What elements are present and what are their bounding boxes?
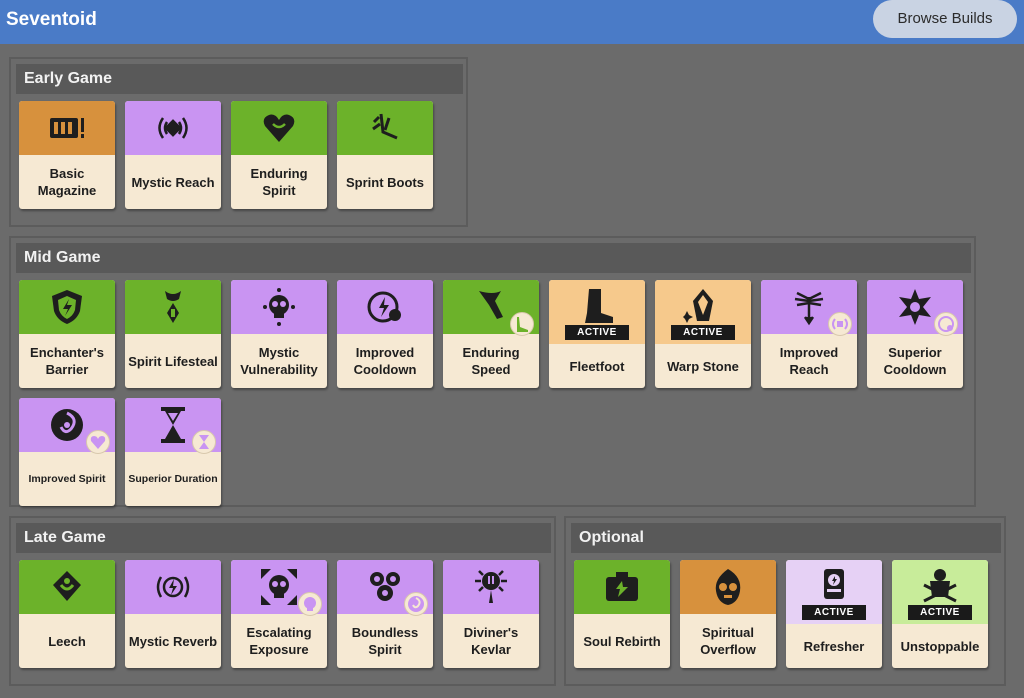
leech-icon bbox=[53, 571, 81, 601]
item-label: Boundless Spirit bbox=[351, 625, 419, 657]
hourglass-icon bbox=[161, 407, 185, 443]
section-mid-game: Mid Game Enchanter's Barrier Spirit Life… bbox=[9, 236, 976, 507]
item-label: Leech bbox=[48, 633, 86, 649]
top-bar: Seventoid Browse Builds bbox=[0, 0, 1024, 44]
item-card-sprint-boots[interactable]: Sprint Boots bbox=[337, 101, 433, 209]
app-title: Seventoid bbox=[6, 9, 97, 30]
item-card-improved-spirit[interactable]: Improved Spirit bbox=[19, 398, 115, 506]
item-label: Sprint Boots bbox=[346, 174, 424, 190]
item-label: Improved Cooldown bbox=[353, 345, 417, 377]
swirl-icon bbox=[899, 289, 931, 325]
unstoppable-icon bbox=[923, 569, 957, 603]
section-title: Optional bbox=[571, 523, 1001, 553]
item-label: Warp Stone bbox=[667, 358, 739, 374]
badge-signal-icon bbox=[828, 312, 852, 336]
item-card-refresher[interactable]: ACTIVE Refresher bbox=[786, 560, 882, 668]
rebirth-icon bbox=[606, 572, 638, 601]
item-card-leech[interactable]: Leech bbox=[19, 560, 115, 668]
active-tag: ACTIVE bbox=[565, 325, 629, 340]
item-label: Enduring Spirit bbox=[250, 166, 308, 198]
item-label: Spirit Lifesteal bbox=[128, 353, 218, 369]
skull-frame-icon bbox=[261, 569, 297, 605]
wings-icon bbox=[794, 291, 824, 326]
item-card-unstoppable[interactable]: ACTIVE Unstoppable bbox=[892, 560, 988, 668]
section-title: Late Game bbox=[16, 523, 551, 553]
item-card-mystic-reverb[interactable]: Mystic Reverb bbox=[125, 560, 221, 668]
orbs-icon bbox=[370, 572, 400, 601]
item-card-improved-reach[interactable]: Improved Reach bbox=[761, 280, 857, 388]
item-card-soul-rebirth[interactable]: Soul Rebirth bbox=[574, 560, 670, 668]
kevlar-icon bbox=[475, 570, 507, 603]
badge-hourglass-icon bbox=[192, 430, 216, 454]
item-card-superior-duration[interactable]: Superior Duration bbox=[125, 398, 221, 506]
active-tag: ACTIVE bbox=[802, 605, 866, 620]
cooldown-icon bbox=[367, 291, 401, 323]
item-label: Mystic Vulnerability bbox=[240, 345, 318, 377]
crystal-icon bbox=[683, 289, 713, 323]
section-title: Mid Game bbox=[16, 243, 971, 273]
badge-skull-icon bbox=[298, 592, 322, 616]
item-card-warp-stone[interactable]: ACTIVE Warp Stone bbox=[655, 280, 751, 388]
boot-icon bbox=[585, 289, 613, 323]
item-card-superior-cooldown[interactable]: Superior Cooldown bbox=[867, 280, 963, 388]
item-label: Diviner's Kevlar bbox=[463, 625, 519, 657]
item-card-basic-magazine[interactable]: Basic Magazine bbox=[19, 101, 115, 209]
item-label: Improved Reach bbox=[779, 345, 839, 377]
section-title: Early Game bbox=[16, 64, 463, 94]
item-card-enduring-speed[interactable]: Enduring Speed bbox=[443, 280, 539, 388]
item-card-improved-cooldown[interactable]: Improved Cooldown bbox=[337, 280, 433, 388]
signal-icon bbox=[158, 117, 188, 139]
item-card-boundless-spirit[interactable]: Boundless Spirit bbox=[337, 560, 433, 668]
section-late-game: Late Game Leech Mystic Reverb Escalating… bbox=[9, 516, 556, 686]
section-early-game: Early Game Basic Magazine Mystic Reach E… bbox=[9, 57, 468, 227]
item-label: Superior Duration bbox=[128, 472, 218, 485]
item-label: Fleetfoot bbox=[569, 358, 625, 374]
item-label: Spiritual Overflow bbox=[700, 625, 756, 657]
item-card-diviners-kevlar[interactable]: Diviner's Kevlar bbox=[443, 560, 539, 668]
item-label: Enduring Speed bbox=[462, 345, 520, 377]
item-label: Superior Cooldown bbox=[883, 345, 947, 377]
item-card-enduring-spirit[interactable]: Enduring Spirit bbox=[231, 101, 327, 209]
item-label: Soul Rebirth bbox=[583, 633, 661, 649]
item-label: Mystic Reverb bbox=[128, 633, 218, 649]
section-optional: Optional Soul Rebirth Spiritual Overflow… bbox=[564, 516, 1006, 686]
reverb-icon bbox=[156, 576, 190, 598]
item-card-fleetfoot[interactable]: ACTIVE Fleetfoot bbox=[549, 280, 645, 388]
item-label: Enchanter's Barrier bbox=[30, 345, 104, 377]
flame-skull-icon bbox=[715, 569, 741, 605]
heart-icon bbox=[263, 114, 295, 142]
badge-boot-icon bbox=[510, 312, 534, 336]
active-tag: ACTIVE bbox=[671, 325, 735, 340]
magazine-icon bbox=[50, 118, 84, 138]
spiral-icon bbox=[51, 409, 83, 441]
item-label: Refresher bbox=[803, 638, 865, 654]
refresher-icon bbox=[824, 569, 844, 599]
shield-icon bbox=[52, 290, 82, 324]
active-tag: ACTIVE bbox=[908, 605, 972, 620]
item-card-spiritual-overflow[interactable]: Spiritual Overflow bbox=[680, 560, 776, 668]
wing-icon bbox=[479, 291, 503, 319]
item-label: Mystic Reach bbox=[131, 174, 215, 190]
boot-icon bbox=[372, 113, 398, 140]
item-card-escalating-exposure[interactable]: Escalating Exposure bbox=[231, 560, 327, 668]
item-label: Escalating Exposure bbox=[246, 625, 312, 657]
badge-heart-icon bbox=[86, 430, 110, 454]
badge-spiral-icon bbox=[404, 592, 428, 616]
item-card-mystic-vulnerability[interactable]: Mystic Vulnerability bbox=[231, 280, 327, 388]
item-label: Basic Magazine bbox=[37, 166, 97, 198]
item-label: Improved Spirit bbox=[28, 472, 106, 485]
browse-builds-button[interactable]: Browse Builds bbox=[873, 0, 1017, 38]
item-card-mystic-reach[interactable]: Mystic Reach bbox=[125, 101, 221, 209]
badge-cooldown-icon bbox=[934, 312, 958, 336]
lifesteal-icon bbox=[165, 291, 181, 323]
item-card-spirit-lifesteal[interactable]: Spirit Lifesteal bbox=[125, 280, 221, 388]
item-label: Unstoppable bbox=[900, 638, 980, 654]
item-card-enchanters-barrier[interactable]: Enchanter's Barrier bbox=[19, 280, 115, 388]
skull-icon bbox=[263, 288, 295, 326]
